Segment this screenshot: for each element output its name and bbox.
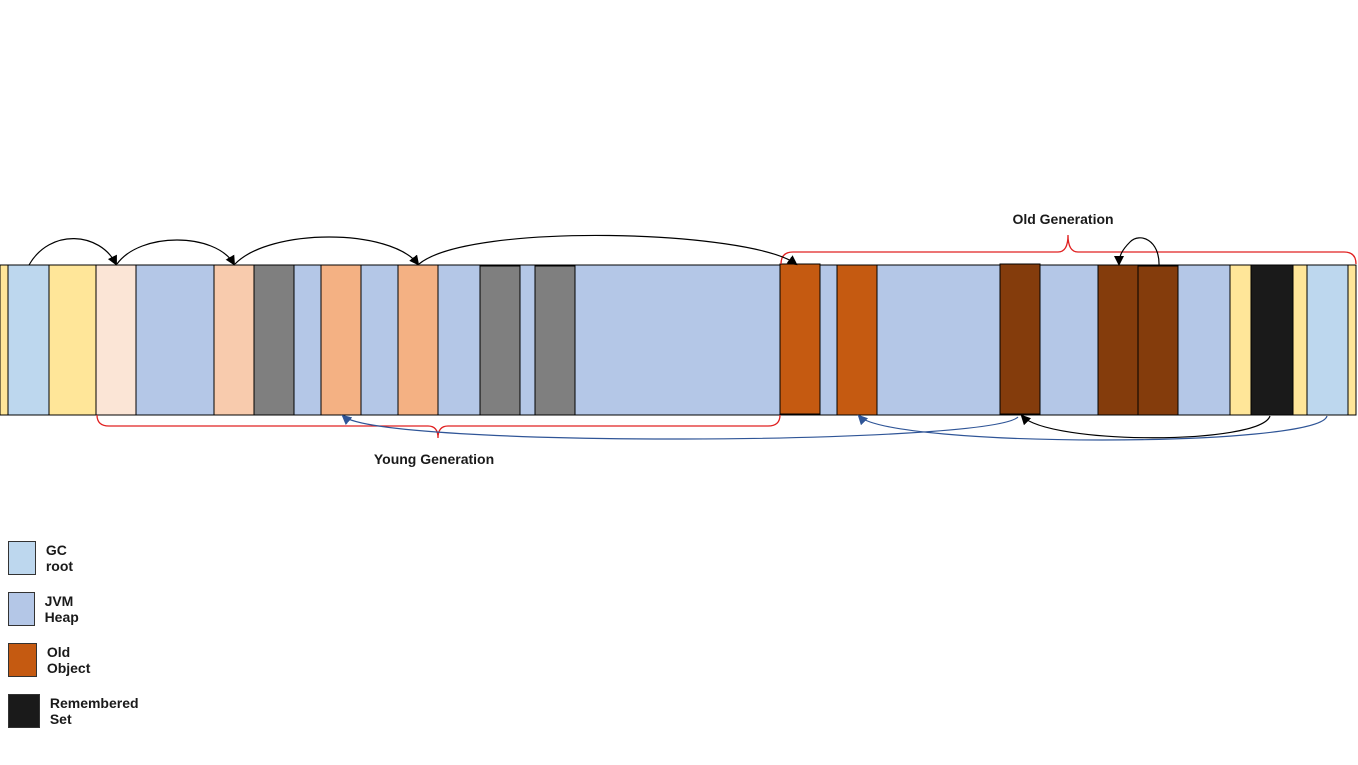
legend-item-gc-root: GC root (8, 540, 83, 576)
heap-block (293, 264, 322, 416)
reference-arrow (234, 236, 420, 266)
heap-block (360, 264, 399, 416)
young-object-block (320, 264, 362, 416)
remembered-set-block (1250, 264, 1294, 416)
legend-swatch (8, 694, 40, 728)
free-block (1347, 264, 1357, 416)
young-object-block (213, 264, 255, 416)
legend-swatch (8, 643, 37, 677)
legend-label: JVM Heap (44, 593, 79, 625)
old-object-dark-block (999, 263, 1041, 415)
gc-root-block (1306, 264, 1349, 416)
old-object-dark-block (1097, 264, 1139, 416)
cross-generation-arrow (857, 414, 1328, 441)
legend-item-remembered-set: Remembered Set (8, 693, 145, 729)
young-object-block (397, 264, 439, 416)
reference-arrow (28, 238, 117, 266)
reference-arrow (1020, 414, 1271, 439)
legend-swatch (8, 541, 36, 575)
young-object-block (95, 264, 137, 416)
garbage-block (479, 265, 521, 416)
old-object-block (836, 264, 878, 416)
legend-label: Old Object (46, 644, 91, 676)
legend-label: GC root (45, 542, 74, 574)
free-block (1292, 264, 1308, 416)
free-block (0, 264, 9, 416)
legend-item-old-object: Old Object (8, 642, 100, 678)
heap-block (135, 264, 215, 416)
legend-label: Remembered Set (49, 695, 139, 727)
legend-swatch (8, 592, 35, 626)
old-object-dark-block (1137, 265, 1179, 416)
reference-arrow (418, 234, 798, 266)
reference-arrow (1114, 237, 1160, 267)
reference-arrow (116, 239, 236, 266)
garbage-block (534, 265, 576, 416)
free-block (48, 264, 97, 416)
legend-item-jvm-heap: JVM Heap (8, 591, 90, 627)
heap-strip (0, 263, 1357, 416)
old-object-block (779, 263, 821, 415)
cross-generation-arrow (341, 414, 1019, 440)
young-generation-label: Young Generation (374, 451, 494, 467)
free-block (1229, 264, 1252, 416)
garbage-block (253, 264, 295, 416)
old-generation-brace (780, 234, 1357, 265)
gc-root-block (7, 264, 50, 416)
old-generation-label: Old Generation (1012, 211, 1113, 227)
young-generation-brace (96, 414, 781, 439)
